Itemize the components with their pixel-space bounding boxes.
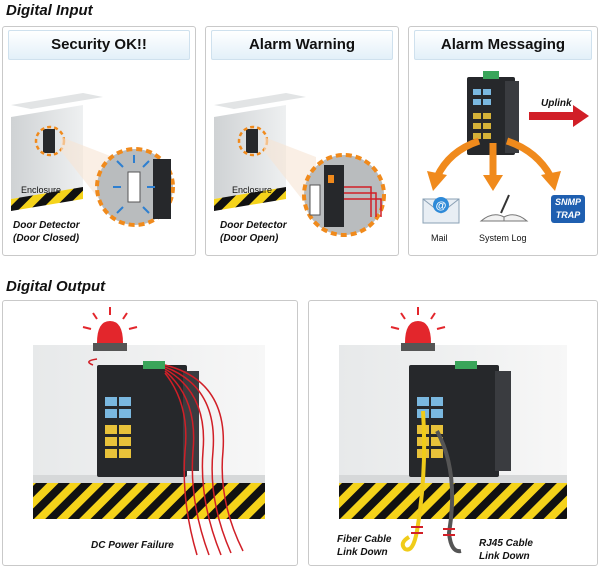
- notification-arrows-icon: [427, 137, 561, 191]
- dc-power-failure-label: DC Power Failure: [91, 540, 174, 551]
- security-ok-header: Security OK!!: [8, 30, 190, 60]
- fiber-line-2: Link Down: [337, 547, 388, 558]
- alarm-warning-panel: Alarm Warning Enclosure Door Detector (D…: [205, 26, 399, 256]
- security-ok-panel: Security OK!! Enclosure Door Detector (D…: [2, 26, 196, 256]
- system-log-icon: [479, 194, 529, 222]
- digital-output-title: Digital Output: [6, 278, 106, 295]
- detector-line-1: Door Detector: [13, 220, 80, 231]
- door-detector-closed-label: Door Detector (Door Closed): [13, 219, 80, 245]
- system-log-label: System Log: [479, 233, 527, 243]
- power-failure-illustration: [33, 307, 265, 556]
- snmp-line-2: TRAP: [555, 210, 581, 220]
- closed-door-enclosure-illustration: [11, 93, 175, 227]
- mail-label: Mail: [431, 233, 448, 243]
- enclosure-label: Enclosure: [232, 185, 273, 195]
- snmp-trap-badge: SNMP TRAP: [551, 195, 585, 223]
- dc-power-failure-panel: DC Power Failure: [2, 300, 298, 566]
- enclosure-label: Enclosure: [21, 185, 62, 195]
- svg-text:@: @: [436, 200, 447, 212]
- detector-line-2: (Door Open): [220, 233, 279, 244]
- alarm-messaging-header: Alarm Messaging: [414, 30, 592, 60]
- digital-input-title: Digital Input: [6, 2, 93, 19]
- fiber-line-1: Fiber Cable: [337, 534, 392, 545]
- detector-line-2: (Door Closed): [13, 233, 80, 244]
- rj45-cable-link-down-label: RJ45 Cable Link Down: [479, 537, 533, 563]
- alarm-warning-header: Alarm Warning: [211, 30, 393, 60]
- rj45-line-2: Link Down: [479, 551, 530, 562]
- alarm-messaging-panel: Alarm Messaging Uplink @: [408, 26, 598, 256]
- open-door-enclosure-illustration: [214, 93, 386, 237]
- rj45-line-1: RJ45 Cable: [479, 538, 533, 549]
- link-down-panel: Fiber Cable Link Down RJ45 Cable Link Do…: [308, 300, 598, 566]
- snmp-line-1: SNMP: [554, 197, 581, 207]
- door-detector-open-label: Door Detector (Door Open): [220, 219, 287, 245]
- detector-line-1: Door Detector: [220, 220, 287, 231]
- fiber-cable-link-down-label: Fiber Cable Link Down: [337, 533, 391, 559]
- uplink-label: Uplink: [541, 98, 572, 109]
- uplink-arrow-icon: [529, 105, 589, 127]
- mail-icon: @: [422, 197, 460, 224]
- switch-illustration: [467, 71, 519, 155]
- link-down-illustration: [339, 307, 567, 554]
